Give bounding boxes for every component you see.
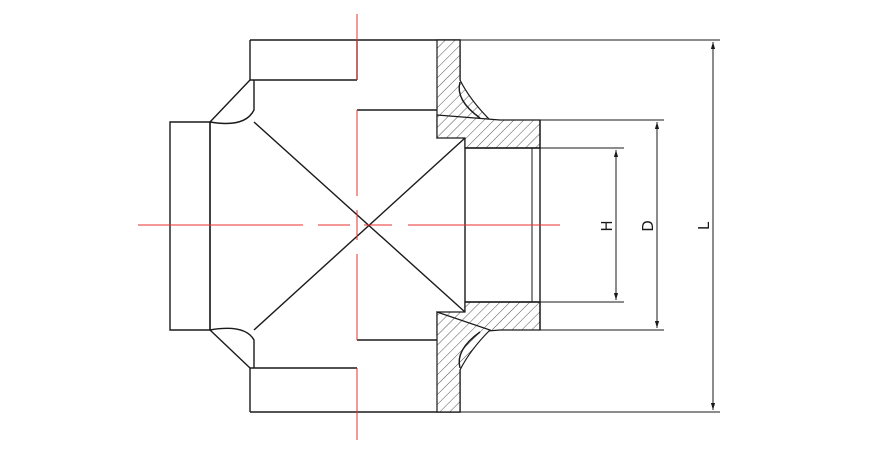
dimension-h: H	[598, 150, 619, 300]
section-hatched	[436, 39, 541, 413]
dimension-d: D	[639, 122, 660, 328]
center-lines	[138, 14, 560, 440]
bottom-branch	[249, 339, 461, 413]
dimension-label-l: L	[695, 221, 713, 230]
body-outline	[209, 79, 466, 369]
dimension-label-d: D	[639, 220, 657, 232]
top-branch	[249, 39, 461, 111]
dimension-l: L	[695, 42, 716, 410]
dimension-label-h: H	[598, 220, 616, 231]
left-branch	[169, 121, 211, 331]
extension-lines	[460, 39, 720, 413]
